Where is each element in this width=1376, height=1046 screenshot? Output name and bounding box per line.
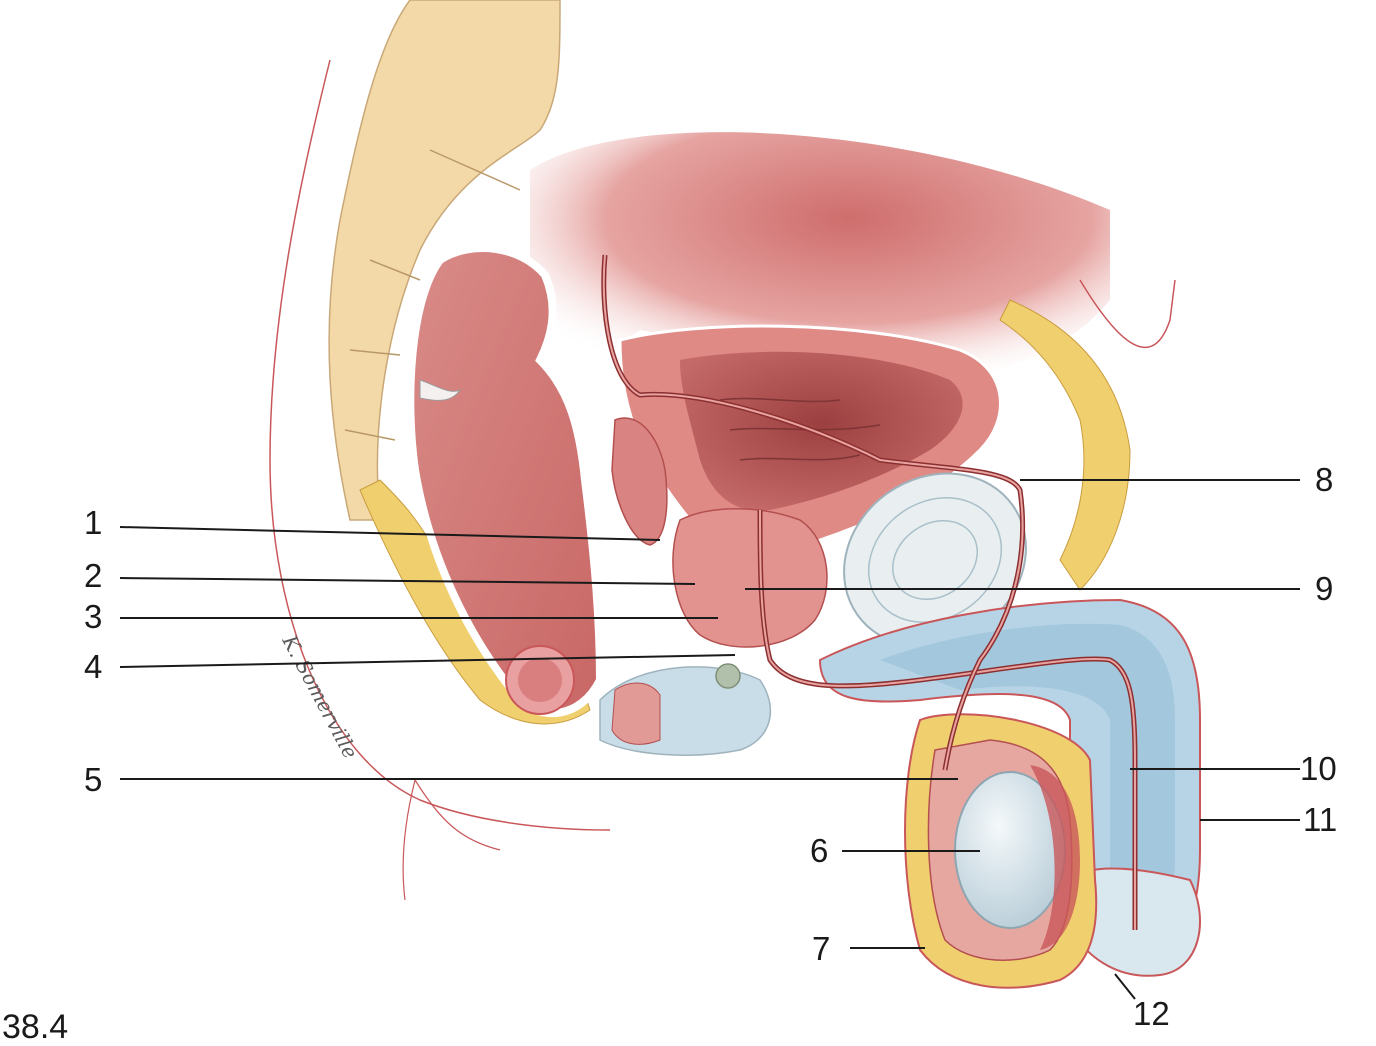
bulbourethral-gland [715,663,741,689]
leader-lines [119,479,1300,1000]
vertebral-lines [344,149,521,441]
buttock-outline [402,779,501,901]
leader-line-2 [119,577,696,585]
back-outline [269,59,611,831]
callout-1: 1 [84,504,102,541]
anal-sphincter-inner [518,658,562,702]
urethra-inner [759,509,1136,930]
bladder-rugae [719,397,881,461]
callout-12: 12 [1133,995,1170,1032]
seminal-vesicle [611,417,668,546]
abdominal-wall [1079,279,1176,348]
callout-3: 3 [84,598,102,635]
corpus-cavernosum [880,623,1175,920]
leader-line-1 [119,526,661,541]
callout-6: 6 [810,832,828,869]
ductus-deferens-inner [602,254,1024,771]
callout-11: 11 [1303,801,1337,838]
leader-line-4 [119,654,736,668]
callout-7: 7 [812,930,830,967]
sacrum [328,0,561,521]
prostate [672,508,828,648]
crus-muscle [611,682,661,745]
callout-5: 5 [84,761,102,798]
callout-9: 9 [1315,570,1333,607]
pelvic-cavity [530,132,1110,380]
callout-10: 10 [1300,750,1337,787]
callout-4: 4 [84,648,102,685]
rectal-fold [419,379,462,401]
callout-8: 8 [1315,461,1333,498]
callout-2: 2 [84,557,102,594]
artist-signature: K. Somerville [277,630,363,762]
figure-number: 38.4 [2,1008,68,1046]
epididymis [1030,765,1080,950]
leader-line-12 [1114,973,1136,1000]
pubic-symphysis-rings [867,497,1003,623]
callout-labels: 1 2 3 4 5 6 7 8 9 10 11 12 [84,461,1337,1032]
rectum [406,244,605,717]
